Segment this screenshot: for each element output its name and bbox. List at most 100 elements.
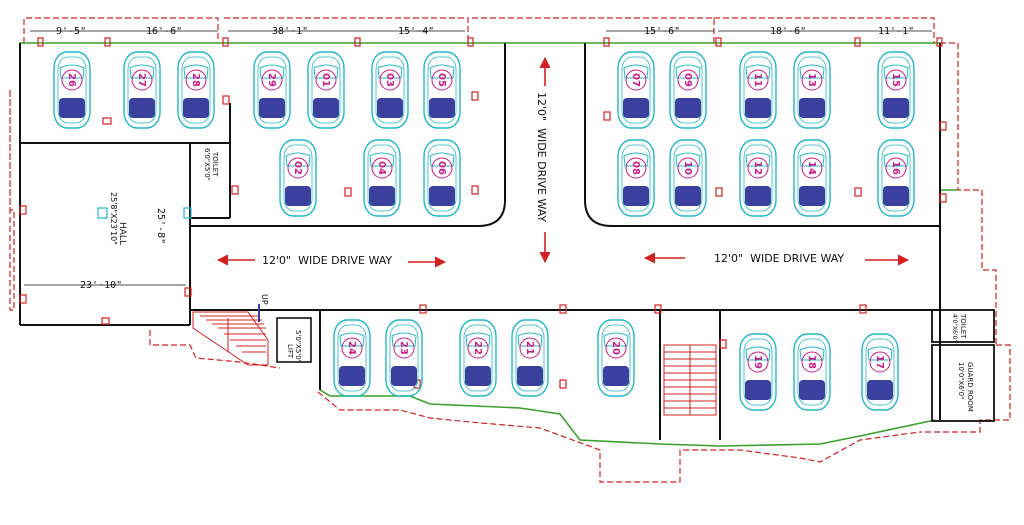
car-stall-19: 19: [739, 333, 777, 411]
car-stall-10: 10: [669, 139, 707, 217]
car-body-inner: [743, 144, 773, 212]
car-windshield: [259, 64, 285, 79]
car-body-inner: [797, 56, 827, 124]
car-roof: [259, 98, 285, 118]
car-roof: [285, 186, 311, 206]
car-body-inner: [797, 144, 827, 212]
toilet-top-label: TOILET: [211, 151, 219, 177]
hall-label: HALL: [117, 222, 127, 245]
car-windshield: [883, 152, 909, 167]
car-windshield: [623, 152, 649, 167]
car-number-circle: [379, 69, 401, 91]
hall-door: [183, 207, 192, 219]
car-roof: [465, 366, 491, 386]
dim-top-2: 16'-6": [146, 26, 182, 37]
car-roof: [623, 186, 649, 206]
car-number-circle: [431, 157, 453, 179]
car-number-circle: [677, 157, 699, 179]
car-roof: [183, 98, 209, 118]
car-roof: [745, 186, 771, 206]
car-number-circle: [605, 337, 627, 359]
car-roof: [675, 98, 701, 118]
drive-way-label-left: 12'0" WIDE DRIVE WAY: [262, 254, 392, 267]
car-number: 21: [524, 341, 535, 355]
hall-dim-vertical: 25'-8": [155, 208, 166, 244]
car-stall-17: 17: [861, 333, 899, 411]
car-stall-27: 27: [123, 51, 161, 129]
car-body: [793, 333, 831, 411]
car-number: 02: [292, 161, 303, 175]
car-body: [617, 139, 655, 217]
car-body-inner: [797, 338, 827, 406]
car-body: [739, 139, 777, 217]
car-number-circle: [431, 69, 453, 91]
car-windshield: [603, 332, 629, 347]
car-stall-23: 23: [385, 319, 423, 397]
car-body-inner: [375, 56, 405, 124]
car-number: 23: [398, 341, 409, 355]
car-number-circle: [801, 351, 823, 373]
car-stall-03: 03: [371, 51, 409, 129]
car-number: 29: [266, 73, 277, 87]
car-windshield: [129, 64, 155, 79]
car-body: [253, 51, 291, 129]
car-body: [793, 139, 831, 217]
car-windshield: [377, 64, 403, 79]
car-windshield: [867, 346, 893, 361]
car-number: 11: [752, 73, 763, 87]
car-body: [793, 51, 831, 129]
car-body: [279, 139, 317, 217]
car-number-circle: [61, 69, 83, 91]
car-stall-05: 05: [423, 51, 461, 129]
dim-top-6: 18'-6": [770, 26, 806, 37]
car-number: 28: [190, 73, 201, 87]
car-windshield: [675, 152, 701, 167]
car-stall-21: 21: [511, 319, 549, 397]
car-number-circle: [341, 337, 363, 359]
car-stall-15: 15: [877, 51, 915, 129]
hall-dim-horizontal: 23'-10": [80, 280, 122, 291]
stair-up-label: UP: [260, 294, 269, 305]
car-stall-02: 02: [279, 139, 317, 217]
car-roof: [623, 98, 649, 118]
car-number: 05: [436, 73, 447, 87]
car-windshield: [517, 332, 543, 347]
car-roof: [429, 98, 455, 118]
staircase-left: [192, 311, 269, 366]
car-roof: [517, 366, 543, 386]
car-body: [877, 139, 915, 217]
car-number: 13: [806, 73, 817, 87]
car-number-circle: [677, 69, 699, 91]
car-roof: [799, 98, 825, 118]
car-number-circle: [261, 69, 283, 91]
car-number: 04: [376, 161, 387, 175]
car-body: [597, 319, 635, 397]
car-windshield: [745, 64, 771, 79]
car-windshield: [369, 152, 395, 167]
car-windshield: [675, 64, 701, 79]
car-body: [307, 51, 345, 129]
car-windshield: [799, 346, 825, 361]
car-roof: [59, 98, 85, 118]
car-body-inner: [127, 56, 157, 124]
car-stall-11: 11: [739, 51, 777, 129]
car-body: [385, 319, 423, 397]
car-body: [423, 51, 461, 129]
staircase-right: [663, 344, 717, 416]
car-body: [669, 139, 707, 217]
hall-size: 25'8"X23'10": [109, 192, 118, 245]
car-number-circle: [519, 337, 541, 359]
car-body: [669, 51, 707, 129]
car-body-inner: [367, 144, 397, 212]
car-windshield: [799, 152, 825, 167]
car-body: [511, 319, 549, 397]
dim-top-4: 15'-4": [398, 26, 434, 37]
car-roof: [883, 186, 909, 206]
property-boundary: [9, 17, 1011, 483]
hall-marker: [97, 207, 108, 219]
toilet-top-size: 6'0"X5'0": [203, 148, 211, 181]
car-windshield: [183, 64, 209, 79]
car-windshield: [745, 152, 771, 167]
car-body: [739, 333, 777, 411]
